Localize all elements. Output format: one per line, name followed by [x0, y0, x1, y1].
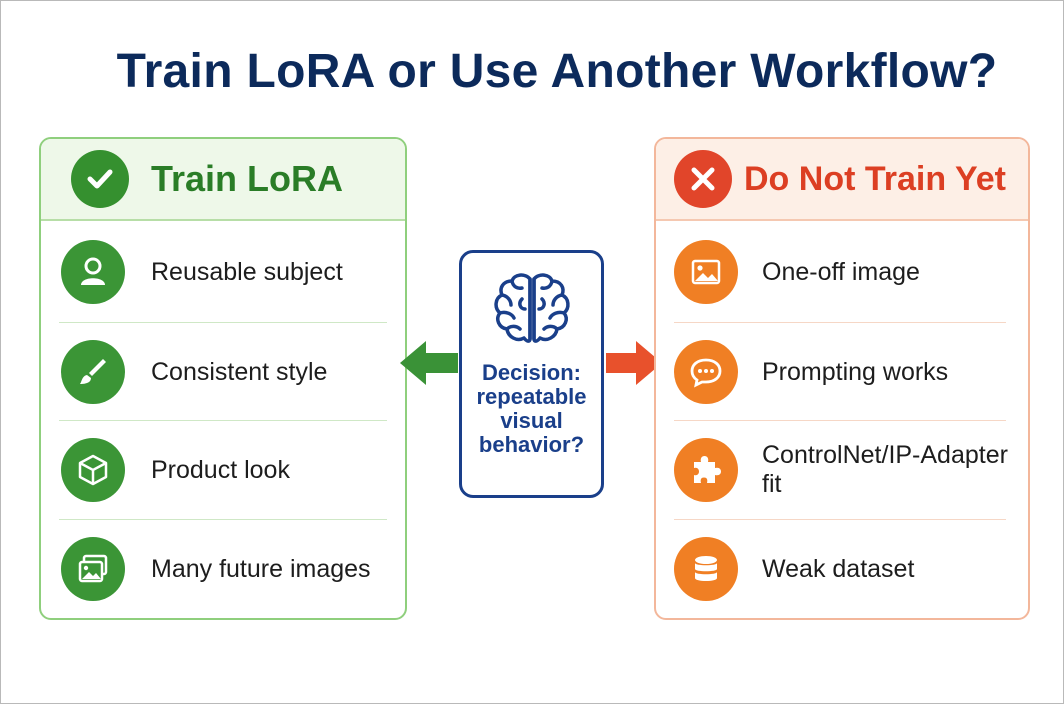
list-item-label: Consistent style [151, 357, 328, 386]
divider [674, 322, 1006, 323]
cube-icon [61, 438, 125, 502]
list-item: Reusable subject [41, 223, 405, 321]
list-item: Many future images [41, 520, 405, 618]
arrow-left-icon [400, 341, 458, 385]
decision-box: Decision: repeatable visual behavior? [459, 250, 604, 498]
list-item-label: Reusable subject [151, 257, 343, 286]
image-stack-icon [61, 537, 125, 601]
train-lora-header: Train LoRA [41, 139, 405, 221]
person-icon [61, 240, 125, 304]
list-item-label: Weak dataset [762, 554, 915, 583]
train-lora-panel: Train LoRA Reusable subject Consistent s… [39, 137, 407, 620]
do-not-train-header: Do Not Train Yet [656, 139, 1028, 221]
list-item-label: Many future images [151, 554, 371, 583]
arrow-right-icon [606, 341, 662, 385]
chat-bubble-icon [674, 340, 738, 404]
database-icon [674, 537, 738, 601]
paintbrush-icon [61, 340, 125, 404]
list-item-label: One-off image [762, 257, 920, 286]
list-item-label: Prompting works [762, 357, 949, 386]
brain-icon [493, 273, 570, 343]
do-not-train-panel: Do Not Train Yet One-off image Prompting… [654, 137, 1030, 620]
list-item: One-off image [656, 223, 1028, 321]
divider [674, 519, 1006, 520]
train-lora-heading: Train LoRA [151, 158, 344, 199]
image-icon [674, 240, 738, 304]
divider [59, 420, 387, 421]
divider [674, 420, 1006, 421]
x-icon [674, 150, 732, 208]
list-item-label: Product look [151, 455, 290, 484]
divider [59, 519, 387, 520]
do-not-train-heading: Do Not Train Yet [744, 159, 1006, 198]
list-item: Consistent style [41, 323, 405, 421]
page-title: Train LoRA or Use Another Workflow? [116, 45, 998, 98]
list-item: Prompting works [656, 323, 1028, 421]
list-item-label: ControlNet/IP-Adapter fit [762, 441, 1008, 498]
check-icon [71, 150, 129, 208]
list-item: Product look [41, 421, 405, 519]
list-item: Weak dataset [656, 520, 1028, 618]
list-item: ControlNet/IP-Adapter fit [656, 421, 1028, 519]
decision-text: Decision: repeatable visual behavior? [476, 360, 587, 457]
divider [59, 322, 387, 323]
puzzle-icon [674, 438, 738, 502]
